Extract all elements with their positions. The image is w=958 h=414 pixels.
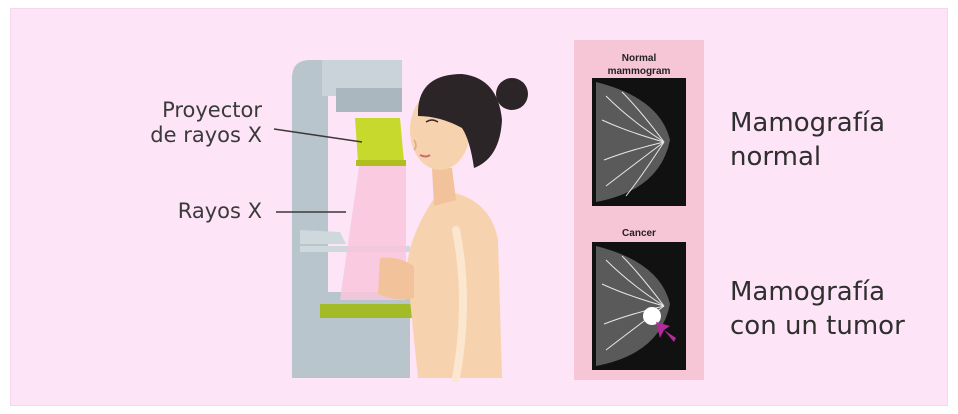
mammogram-card: Normal mammogram Cancer <box>574 40 704 380</box>
projector-label-line2: de rayos X <box>130 123 262 148</box>
normal-caption-1: Normal <box>622 53 657 64</box>
xray-projector <box>355 118 404 162</box>
projector-label-line1: Proyector <box>130 98 262 123</box>
rays-label: Rayos X <box>130 199 262 224</box>
cancer-caption: Cancer <box>622 228 656 239</box>
normal-description-line1: Mamografía <box>730 106 885 140</box>
normal-caption-2: mammogram <box>608 66 671 77</box>
normal-description-line2: normal <box>730 140 885 174</box>
tumor-description-line2: con un tumor <box>730 309 905 343</box>
tumor-spot <box>643 307 661 325</box>
projector-label: Proyector de rayos X <box>130 98 262 148</box>
tumor-description: Mamografía con un tumor <box>730 275 905 343</box>
normal-description: Mamografía normal <box>730 106 885 174</box>
tumor-description-line1: Mamografía <box>730 275 905 309</box>
